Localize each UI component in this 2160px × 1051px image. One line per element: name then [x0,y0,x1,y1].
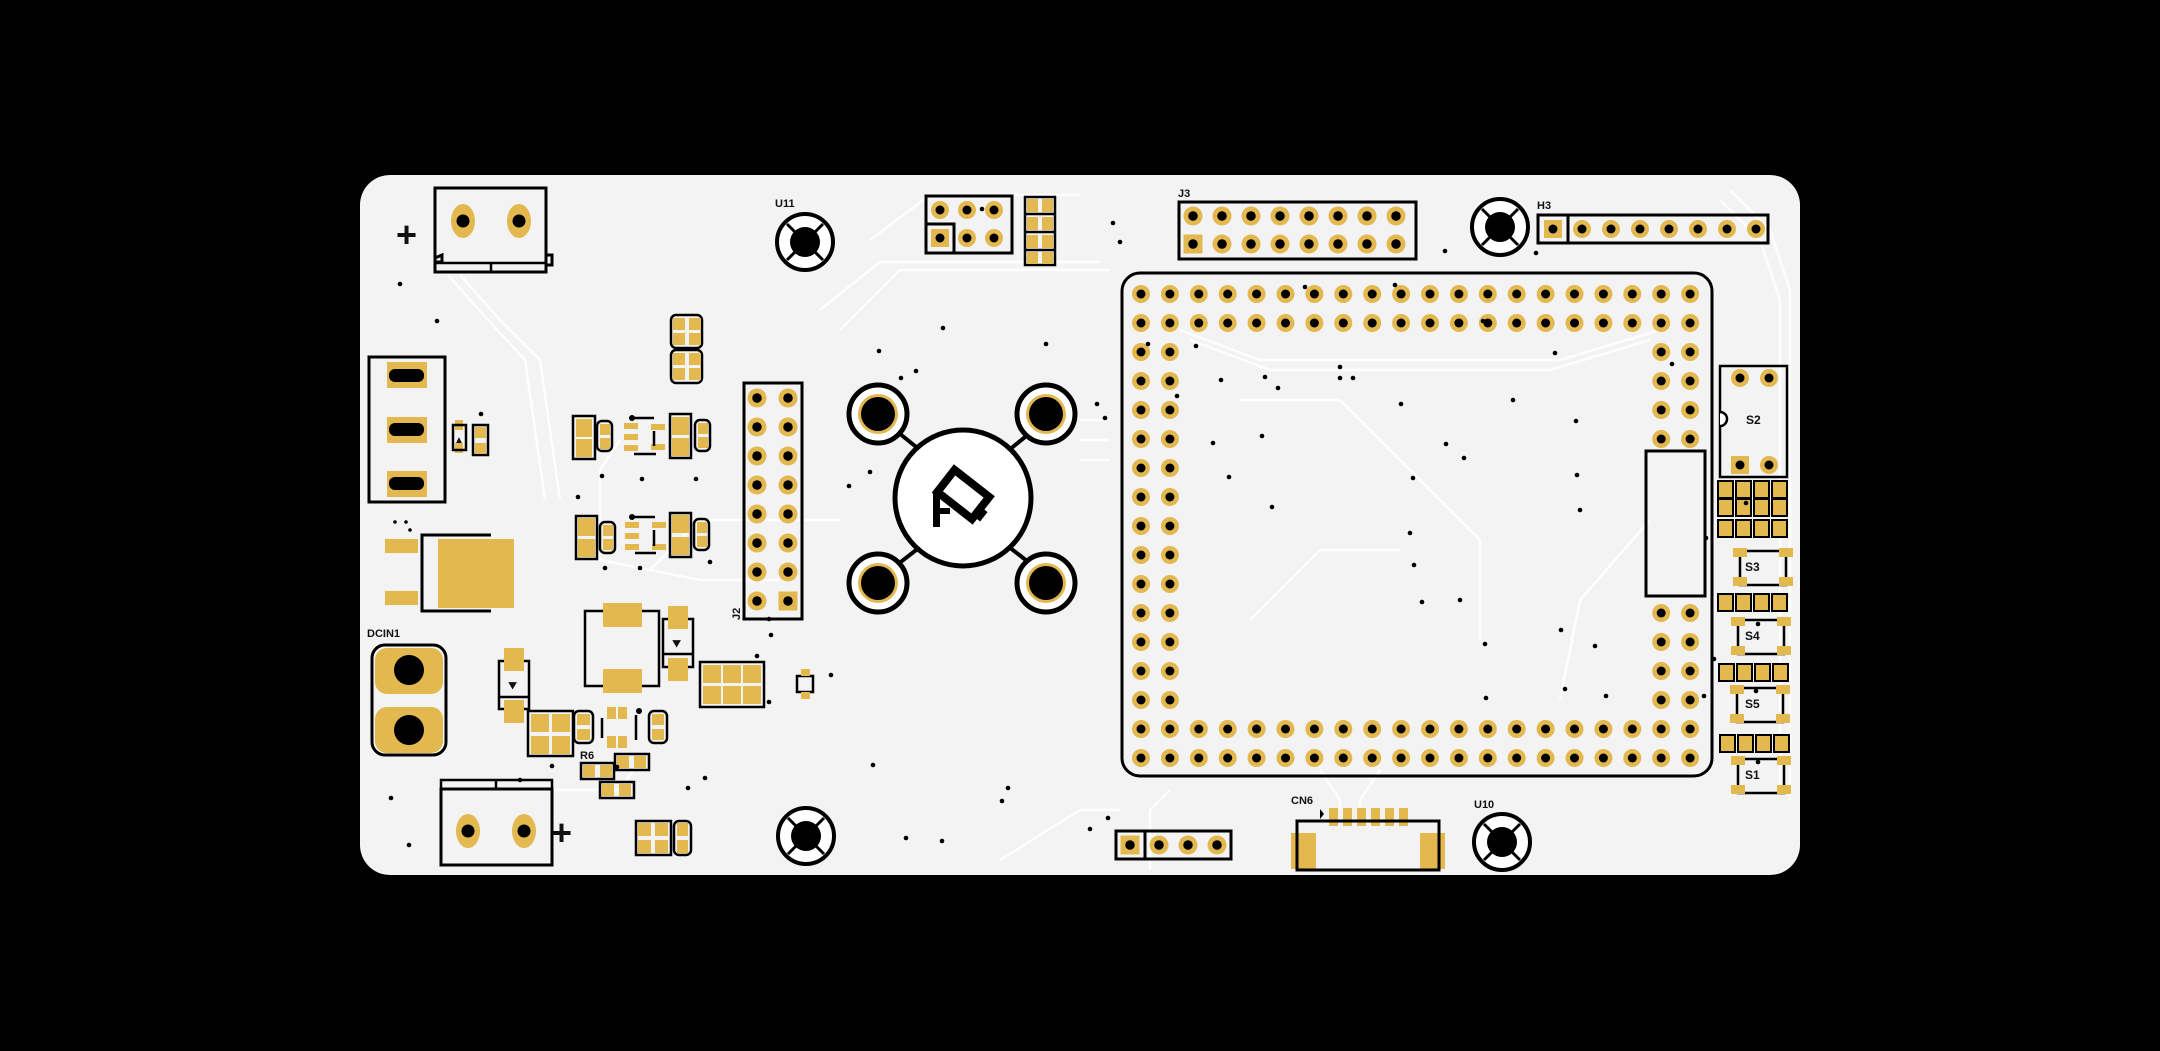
j2-label: J2 [731,608,743,620]
mount-hole [776,806,836,866]
svg-text:⯆: ⯆ [507,678,518,694]
h3-label: H3 [1537,200,1551,212]
s2-label: S2 [1746,413,1761,427]
resistor-pads-right [1717,480,1790,753]
regulator-sot-group-1 [571,412,712,461]
mount-hole [1470,197,1530,257]
header-j2: J2 [731,381,804,621]
u11-label: U11 [775,198,795,210]
diode-d1: ⯆ [497,648,531,723]
plus-marker-top: + [396,214,417,255]
header-h3: H3 [1536,200,1770,245]
inductor-l1 [583,603,661,693]
dcin1-label: DCIN1 [367,628,400,640]
svg-text:▲: ▲ [454,435,464,446]
dc-input-connector: DCIN1 [367,628,448,757]
j3-label: J3 [1178,188,1190,200]
diode-d2: ⯆ [661,606,695,681]
mounting-holes [775,197,1532,872]
mount-hole [775,212,835,272]
header-j3: J3 [1177,188,1418,261]
s5-label: S5 [1745,697,1760,711]
smd-caps-cluster: R6 [526,660,815,857]
traces [447,189,1792,870]
svg-text:⯆: ⯆ [671,636,682,652]
header-bottom-4pin [1114,829,1233,861]
s4-label: S4 [1745,629,1760,643]
diode-small-left: ▲ [451,420,490,457]
connector-left-3pin [367,355,447,504]
s1-label: S1 [1745,768,1760,782]
connector-top-left: + [396,186,554,274]
connector-bottom-left: + [439,778,572,867]
center-logo-mount [846,382,1078,615]
compute-module [1120,271,1714,778]
security-camera-icon [931,464,995,527]
switch-s2: S2 [1718,364,1789,479]
connector-cn6: CN6 [1291,795,1445,872]
s3-label: S3 [1745,560,1760,574]
plus-marker-bottom: + [551,812,572,853]
u10-label: U10 [1474,799,1494,811]
mount-hole [1472,812,1532,872]
resistor-array-top [1023,195,1057,267]
header-3x2 [924,194,1014,255]
regulator-dpak [385,520,514,613]
tactile-switches [1730,548,1793,795]
vias [388,206,1761,848]
caps-top-mid [669,313,704,385]
regulator-sot-group-2 [574,511,711,561]
cn6-label: CN6 [1291,795,1313,807]
r6-label: R6 [580,750,594,762]
